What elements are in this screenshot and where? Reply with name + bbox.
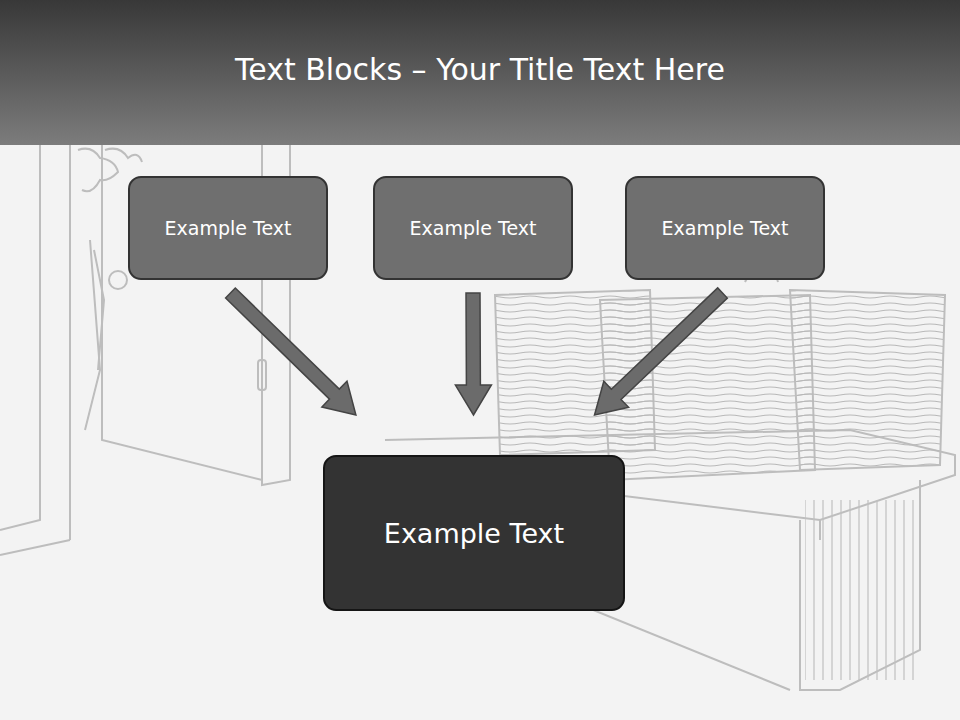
slide-title: Text Blocks – Your Title Text Here [0,52,960,87]
result-box: Example Text [323,455,625,611]
block-text: Example Text [165,217,292,239]
block-text: Example Text [410,217,537,239]
block-text: Example Text [662,217,789,239]
block-text: Example Text [384,518,564,549]
block-arrow [455,293,491,415]
block-arrow [595,288,728,415]
block-arrow [226,288,356,415]
text-block: Example Text [373,176,573,280]
text-block: Example Text [625,176,825,280]
text-block: Example Text [128,176,328,280]
